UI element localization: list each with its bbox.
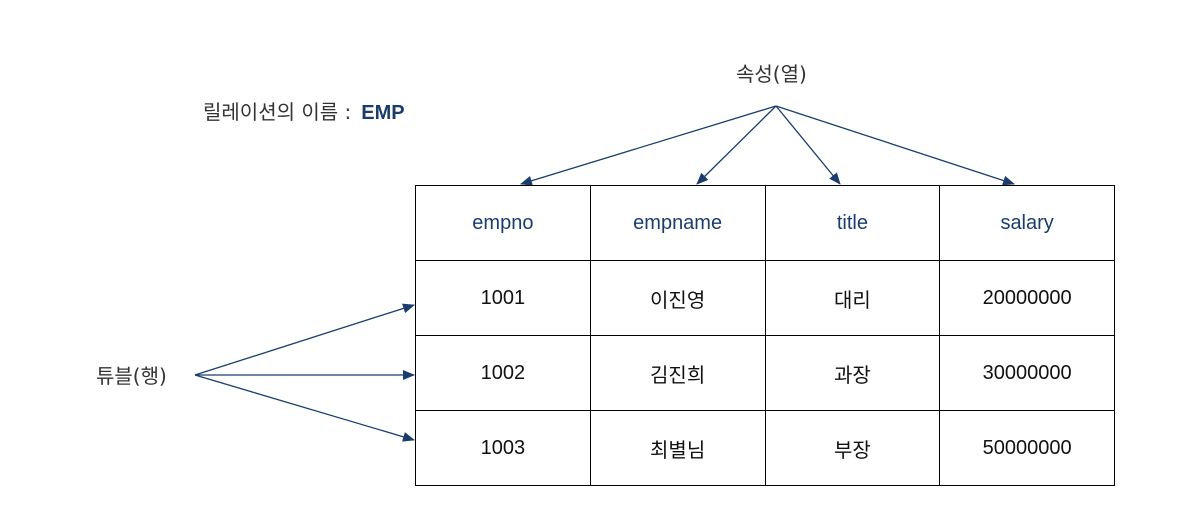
table-cell: 20000000 bbox=[939, 260, 1115, 336]
table-row: 1001 이진영 대리 20000000 bbox=[415, 260, 1115, 336]
tuple-label: 튜블(행) bbox=[96, 364, 167, 388]
attribute-arrow-salary bbox=[775, 105, 1015, 186]
table-row: 1002 김진희 과장 30000000 bbox=[415, 335, 1115, 411]
table-cell: 이진영 bbox=[589, 260, 766, 336]
header-cell-empno: empno bbox=[415, 185, 591, 261]
table-cell: 최별님 bbox=[589, 410, 766, 486]
attribute-label: 속성(열) bbox=[736, 62, 807, 86]
relation-name-label: 릴레이션의 이름 : EMP bbox=[203, 100, 405, 125]
header-cell-title: title bbox=[764, 185, 941, 261]
table-cell: 부장 bbox=[764, 410, 941, 486]
table-cell: 30000000 bbox=[939, 335, 1115, 411]
header-cell-empname: empname bbox=[589, 185, 766, 261]
table-cell: 1001 bbox=[415, 260, 591, 336]
table-cell: 1003 bbox=[415, 410, 591, 486]
table-cell: 과장 bbox=[764, 335, 941, 411]
table-cell: 50000000 bbox=[939, 410, 1115, 486]
relation-name-caption: 릴레이션의 이름 : bbox=[203, 100, 352, 124]
table-cell: 대리 bbox=[764, 260, 941, 336]
attribute-arrow-empname bbox=[696, 105, 777, 185]
table-header-row: empno empname title salary bbox=[415, 185, 1115, 261]
header-cell-salary: salary bbox=[939, 185, 1115, 261]
attribute-arrow-empno bbox=[520, 105, 777, 186]
tuple-arrow-row-1 bbox=[194, 303, 415, 376]
relation-name-value: EMP bbox=[361, 102, 405, 124]
table-cell: 1002 bbox=[415, 335, 591, 411]
attribute-arrow-title bbox=[775, 105, 841, 185]
table-cell: 김진희 bbox=[589, 335, 766, 411]
emp-relation-table: empno empname title salary 1001 이진영 대리 2… bbox=[415, 185, 1115, 486]
tuple-arrow-row-3 bbox=[194, 374, 415, 442]
table-row: 1003 최별님 부장 50000000 bbox=[415, 410, 1115, 486]
